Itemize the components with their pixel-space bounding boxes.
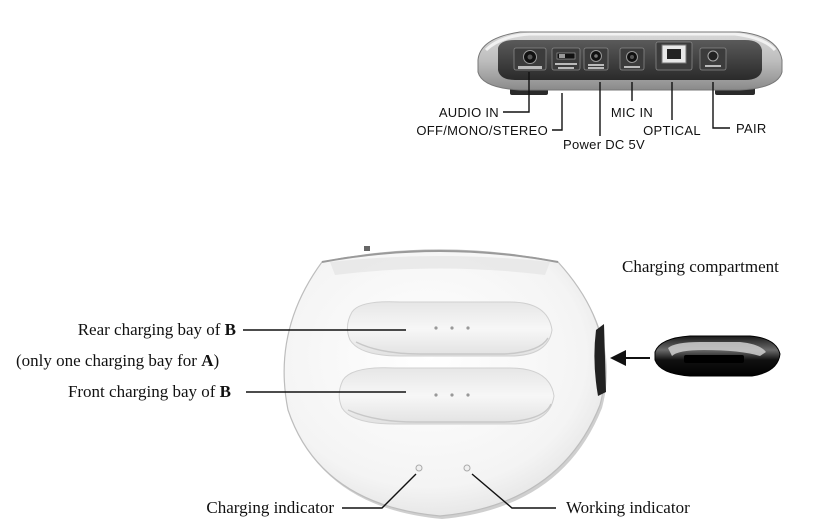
- charging-compartment-detail: [654, 335, 781, 377]
- transmitter-device: [477, 31, 783, 95]
- label-power-dc: Power DC 5V: [563, 137, 645, 152]
- label-working-indicator: Working indicator: [566, 498, 690, 517]
- front-bay-contact: [466, 393, 470, 397]
- leader-working-indicator: [471, 473, 556, 509]
- pair-button: [699, 47, 727, 71]
- leader-audio-in: [503, 72, 530, 113]
- body-highlight: [484, 32, 777, 52]
- rear-charging-bay: [346, 301, 553, 357]
- front-charging-bay: [338, 367, 555, 425]
- charger-top-bevel: [330, 256, 550, 275]
- leader-charging-indicator: [342, 473, 417, 509]
- audio-in-jack: [513, 47, 547, 71]
- label-audio-in: AUDIO IN: [439, 105, 499, 120]
- label-only-one-bay: (only one charging bay for A): [16, 351, 219, 370]
- compartment-arrow-icon: [610, 350, 650, 366]
- power-dc-jack: [583, 47, 609, 71]
- rear-bay-contact: [434, 326, 438, 330]
- label-pair: PAIR: [736, 121, 767, 136]
- charging-compartment-slot: [594, 324, 606, 396]
- label-optical: OPTICAL: [643, 123, 701, 138]
- charger-top-tab: [364, 246, 370, 251]
- rear-bay-contact: [466, 326, 470, 330]
- charging-station: [283, 246, 607, 519]
- leader-off-mono-stereo: [552, 93, 563, 131]
- label-charging-compartment: Charging compartment: [622, 257, 779, 276]
- charger-top-edge: [321, 250, 559, 263]
- optical-port: [655, 41, 693, 71]
- front-bay-contact: [434, 393, 438, 397]
- working-indicator-led: [463, 464, 471, 472]
- charging-indicator-led: [415, 464, 423, 472]
- label-charging-indicator: Charging indicator: [206, 498, 334, 517]
- rear-bay-contact: [450, 326, 454, 330]
- label-rear-bay: Rear charging bay of B: [78, 320, 236, 339]
- mic-in-jack: [619, 47, 645, 71]
- label-front-bay: Front charging bay of B: [68, 382, 231, 401]
- label-mic-in: MIC IN: [611, 105, 653, 120]
- leader-pair: [712, 82, 730, 129]
- front-bay-contact: [450, 393, 454, 397]
- label-off-mono-stereo: OFF/MONO/STEREO: [416, 123, 548, 138]
- off-mono-stereo-switch: [551, 47, 581, 71]
